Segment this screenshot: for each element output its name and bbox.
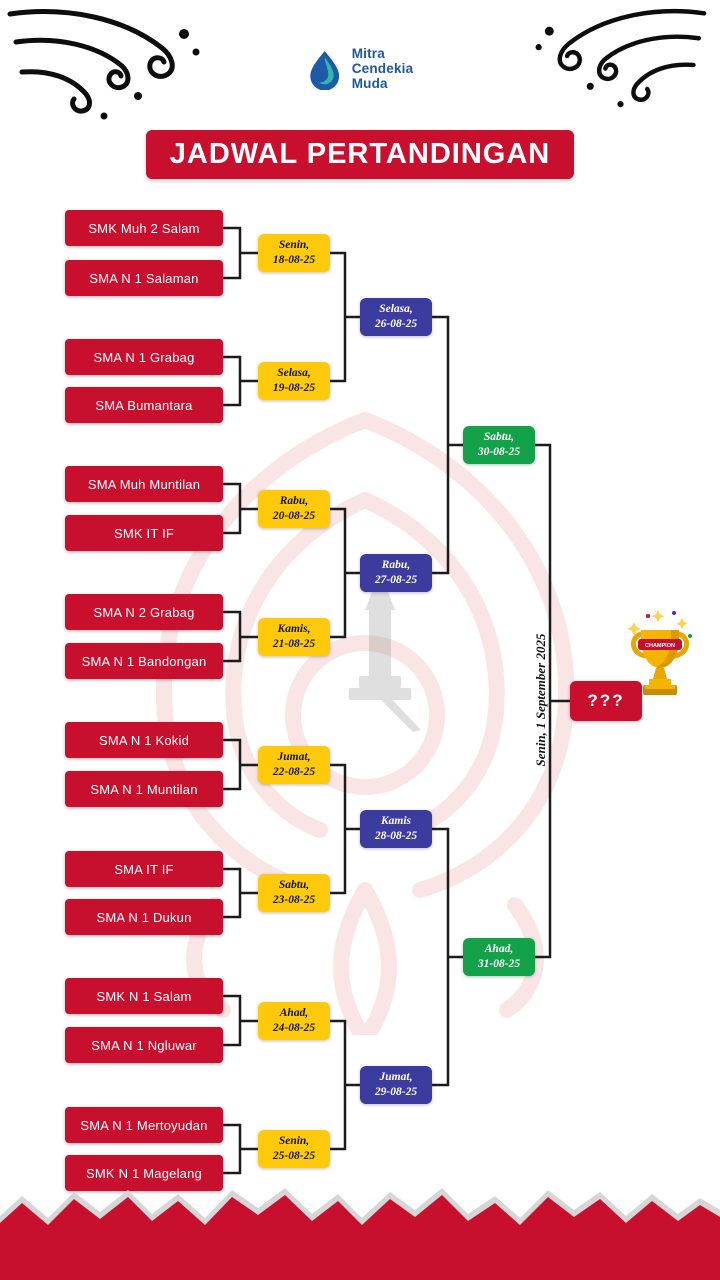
- match-date: 18-08-25: [272, 254, 316, 266]
- logo-text: Mitra Cendekia Muda: [352, 46, 414, 91]
- match-day: Jumat,: [277, 751, 311, 764]
- match-day: Selasa,: [277, 367, 311, 380]
- match-day: Jumat,: [379, 1071, 413, 1084]
- match-day: Kamis,: [277, 623, 311, 636]
- team-box: SMA N 1 Dukun: [65, 899, 223, 935]
- match-day: Sabtu,: [278, 879, 310, 892]
- match-date: 31-08-25: [477, 958, 521, 970]
- team-box: SMA Bumantara: [65, 387, 223, 423]
- corner-flourish-left-icon: [7, 9, 200, 120]
- champion-placeholder-box: ???: [570, 681, 642, 721]
- logo: Mitra Cendekia Muda: [307, 46, 414, 91]
- match-day: Ahad,: [484, 943, 514, 956]
- team-box: SMK N 1 Magelang: [65, 1155, 223, 1191]
- match-date-box: Rabu, 20-08-25: [258, 490, 330, 528]
- team-box: SMA N 1 Bandongan: [65, 643, 223, 679]
- team-box: SMA N 1 Muntilan: [65, 771, 223, 807]
- torn-edge: [0, 1188, 720, 1280]
- match-day: Kamis: [380, 815, 412, 828]
- logo-line-1: Mitra: [351, 46, 385, 61]
- match-date: 24-08-25: [272, 1022, 316, 1034]
- match-date: 21-08-25: [272, 638, 316, 650]
- quarterfinal-date-box: Kamis 28-08-25: [360, 810, 432, 848]
- match-date-box: Senin, 25-08-25: [258, 1130, 330, 1168]
- trophy-icon: CHAMPION: [627, 610, 692, 695]
- match-day: Rabu,: [279, 495, 309, 508]
- match-date-box: Jumat, 22-08-25: [258, 746, 330, 784]
- final-date-label: Senin, 1 September 2025: [533, 633, 548, 767]
- quarterfinal-date-box: Rabu, 27-08-25: [360, 554, 432, 592]
- logo-line-2: Cendekia: [351, 61, 414, 77]
- team-box: SMA N 1 Grabag: [65, 339, 223, 375]
- page-title: JADWAL PERTANDINGAN: [146, 130, 574, 179]
- match-day: Senin,: [278, 239, 310, 252]
- match-day: Selasa,: [379, 303, 413, 316]
- match-date-box: Selasa, 19-08-25: [258, 362, 330, 400]
- match-day: Rabu,: [381, 559, 411, 572]
- match-day: Senin,: [278, 1135, 310, 1148]
- team-box: SMK N 1 Salam: [65, 978, 223, 1014]
- match-date: 26-08-25: [374, 318, 418, 330]
- match-date: 23-08-25: [272, 894, 316, 906]
- monument-watermark: [349, 572, 421, 732]
- garuda-watermark: [155, 412, 575, 1035]
- team-box: SMA N 2 Grabag: [65, 594, 223, 630]
- match-day: Ahad,: [279, 1007, 309, 1020]
- match-date: 25-08-25: [272, 1150, 316, 1162]
- match-date: 27-08-25: [374, 574, 418, 586]
- match-day: Sabtu,: [483, 431, 515, 444]
- match-date: 30-08-25: [477, 446, 521, 458]
- match-date: 28-08-25: [374, 830, 418, 842]
- team-box: SMA N 1 Kokid: [65, 722, 223, 758]
- match-date: 22-08-25: [272, 766, 316, 778]
- match-date-box: Sabtu, 23-08-25: [258, 874, 330, 912]
- quarterfinal-date-box: Jumat, 29-08-25: [360, 1066, 432, 1104]
- logo-line-3: Muda: [351, 76, 388, 92]
- match-date-box: Kamis, 21-08-25: [258, 618, 330, 656]
- match-date: 19-08-25: [272, 382, 316, 394]
- match-date: 29-08-25: [374, 1086, 418, 1098]
- semifinal-date-box: Ahad, 31-08-25: [463, 938, 535, 976]
- corner-flourish-right-icon: [535, 9, 707, 108]
- match-date: 20-08-25: [272, 510, 316, 522]
- semifinal-date-box: Sabtu, 30-08-25: [463, 426, 535, 464]
- team-box: SMA Muh Muntilan: [65, 466, 223, 502]
- quarterfinal-date-box: Selasa, 26-08-25: [360, 298, 432, 336]
- team-box: SMK Muh 2 Salam: [65, 210, 223, 246]
- team-box: SMA N 1 Ngluwar: [65, 1027, 223, 1063]
- match-date-box: Ahad, 24-08-25: [258, 1002, 330, 1040]
- match-date-box: Senin, 18-08-25: [258, 234, 330, 272]
- team-box: SMA IT IF: [65, 851, 223, 887]
- svg-text:CHAMPION: CHAMPION: [645, 643, 675, 649]
- logo-drop-icon: [310, 50, 340, 90]
- team-box: SMA N 1 Mertoyudan: [65, 1107, 223, 1143]
- team-box: SMA N 1 Salaman: [65, 260, 223, 296]
- team-box: SMK IT IF: [65, 515, 223, 551]
